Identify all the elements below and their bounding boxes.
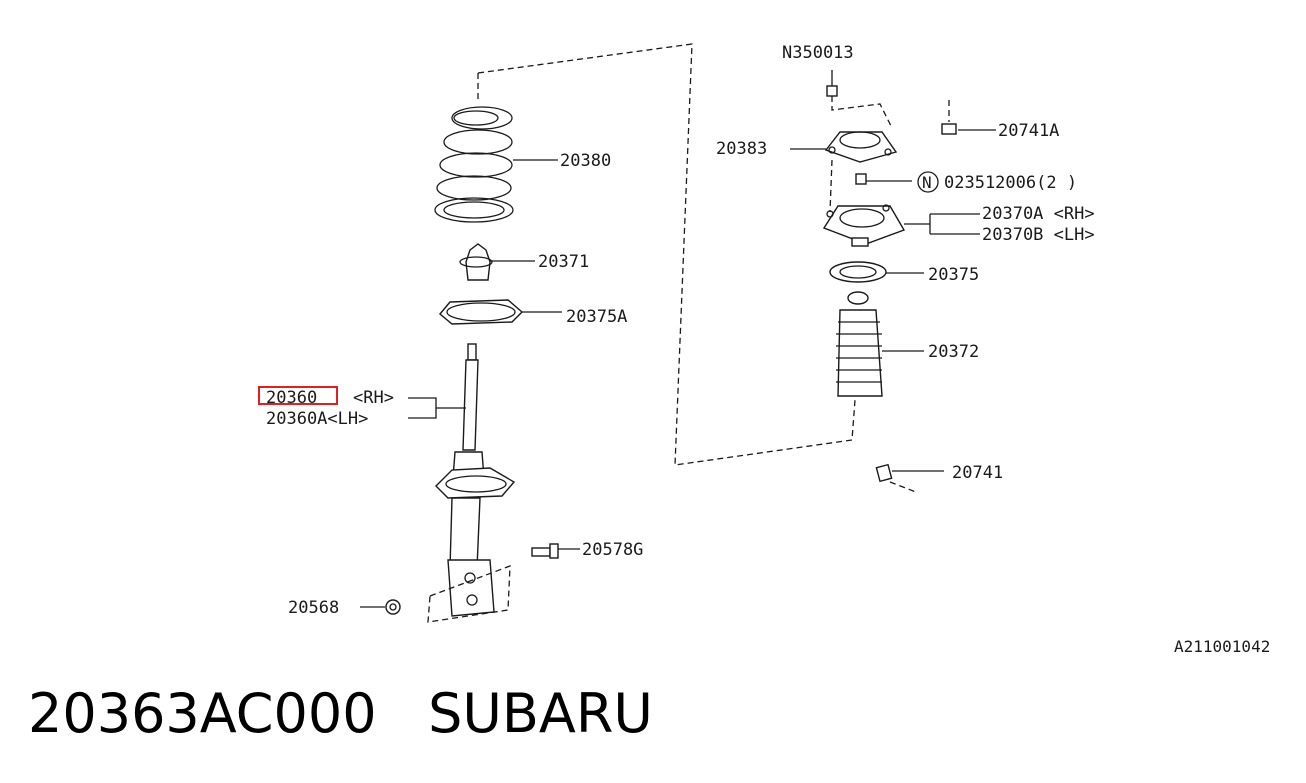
- nut-N350013: [826, 85, 838, 97]
- nut-20741: [875, 463, 893, 483]
- strut-mount: [822, 204, 906, 247]
- diagram-code: A211001042: [1174, 637, 1270, 656]
- label-20578G: 20578G: [582, 540, 643, 560]
- label-20741A: 20741A: [998, 121, 1059, 141]
- bolt-20578G: [531, 543, 559, 559]
- label-20360-rh: <RH>: [353, 388, 394, 408]
- coil-spring: [434, 106, 514, 223]
- label-20380: 20380: [560, 151, 611, 171]
- label-20375A: 20375A: [566, 307, 627, 327]
- caption-brand: SUBARU: [428, 682, 653, 745]
- assembly-dashed-outline: [477, 43, 856, 466]
- label-20370A: 20370A <RH>: [982, 204, 1095, 224]
- strut-assembly: [427, 343, 516, 623]
- spring-seat: [439, 299, 524, 325]
- label-20383: 20383: [716, 139, 767, 159]
- label-20741: 20741: [952, 463, 1003, 483]
- label-N350013: N350013: [782, 43, 854, 63]
- bump-stop: [459, 243, 493, 281]
- caption-part-number: 20363AC000: [28, 682, 377, 745]
- nut-023512006: [855, 173, 867, 185]
- label-20370B: 20370B <LH>: [982, 225, 1095, 245]
- label-20372: 20372: [928, 342, 979, 362]
- label-20568: 20568: [288, 598, 339, 618]
- n-symbol-letter: N: [922, 173, 932, 192]
- nut-20741A: [941, 123, 957, 135]
- dust-boot: [836, 291, 883, 397]
- highlight-box-20360: [258, 386, 338, 405]
- top-plate: [824, 131, 898, 163]
- label-20360A: 20360A<LH>: [266, 409, 368, 429]
- label-023512006: 023512006(2 ): [944, 173, 1077, 193]
- label-20375: 20375: [928, 265, 979, 285]
- nut-20568: [385, 599, 401, 615]
- part-caption: 20363AC000 SUBARU: [28, 682, 653, 745]
- bearing-20375: [829, 261, 887, 283]
- n-symbol: N: [917, 171, 939, 193]
- label-20371: 20371: [538, 252, 589, 272]
